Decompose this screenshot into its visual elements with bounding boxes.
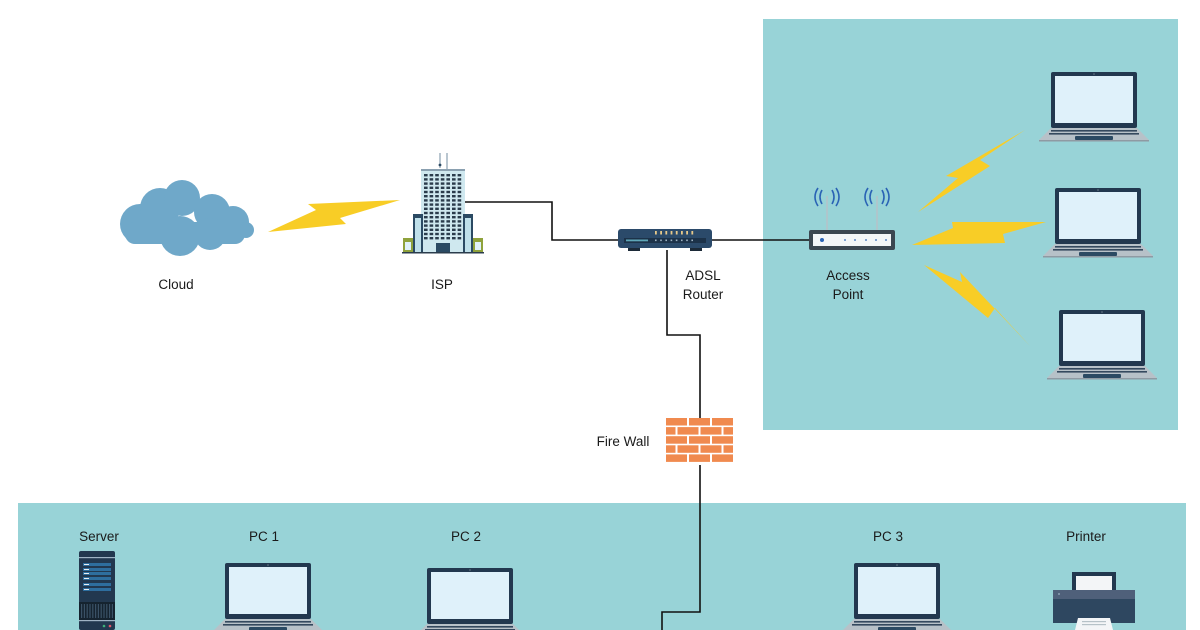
router-label-line2: Router [682, 287, 724, 302]
access-point-label-line1: Access [826, 268, 870, 283]
pc2-label: PC 2 [450, 529, 481, 544]
printer-icon [1053, 572, 1135, 630]
pc3-laptop [842, 563, 952, 630]
wireless-links [268, 130, 1046, 346]
wireless-laptop-3 [1047, 310, 1157, 380]
firewall-label: Fire Wall [596, 434, 650, 449]
lightning-ap-laptop3 [924, 265, 1030, 346]
router-icon [618, 229, 712, 251]
link-firewall-lan [661, 465, 701, 630]
router-label-line1: ADSL [685, 268, 721, 283]
isp-label: ISP [431, 277, 453, 292]
cloud-icon [120, 180, 254, 256]
pc2-laptop [415, 568, 525, 630]
access-point-label-line2: Point [832, 287, 864, 302]
wired-links [464, 201, 810, 630]
pc3-label: PC 3 [872, 529, 903, 544]
pc1-label: PC 1 [248, 529, 279, 544]
lightning-ap-laptop2 [912, 222, 1046, 245]
wifi-access-point-icon [809, 187, 895, 250]
cloud-label: Cloud [158, 277, 194, 292]
wireless-laptop-1 [1039, 72, 1149, 142]
link-router-firewall [666, 250, 701, 420]
wireless-laptop-2 [1043, 188, 1153, 258]
lan-zone [18, 503, 1186, 630]
printer-label: Printer [1066, 529, 1106, 544]
server-icon [79, 551, 115, 630]
lightning-cloud-isp [268, 200, 400, 232]
server-label: Server [79, 529, 119, 544]
brick-wall-icon [666, 418, 733, 462]
building-icon [402, 153, 484, 254]
link-isp-router [464, 201, 620, 241]
pc1-laptop [213, 563, 323, 630]
lightning-ap-laptop1 [918, 130, 1025, 212]
